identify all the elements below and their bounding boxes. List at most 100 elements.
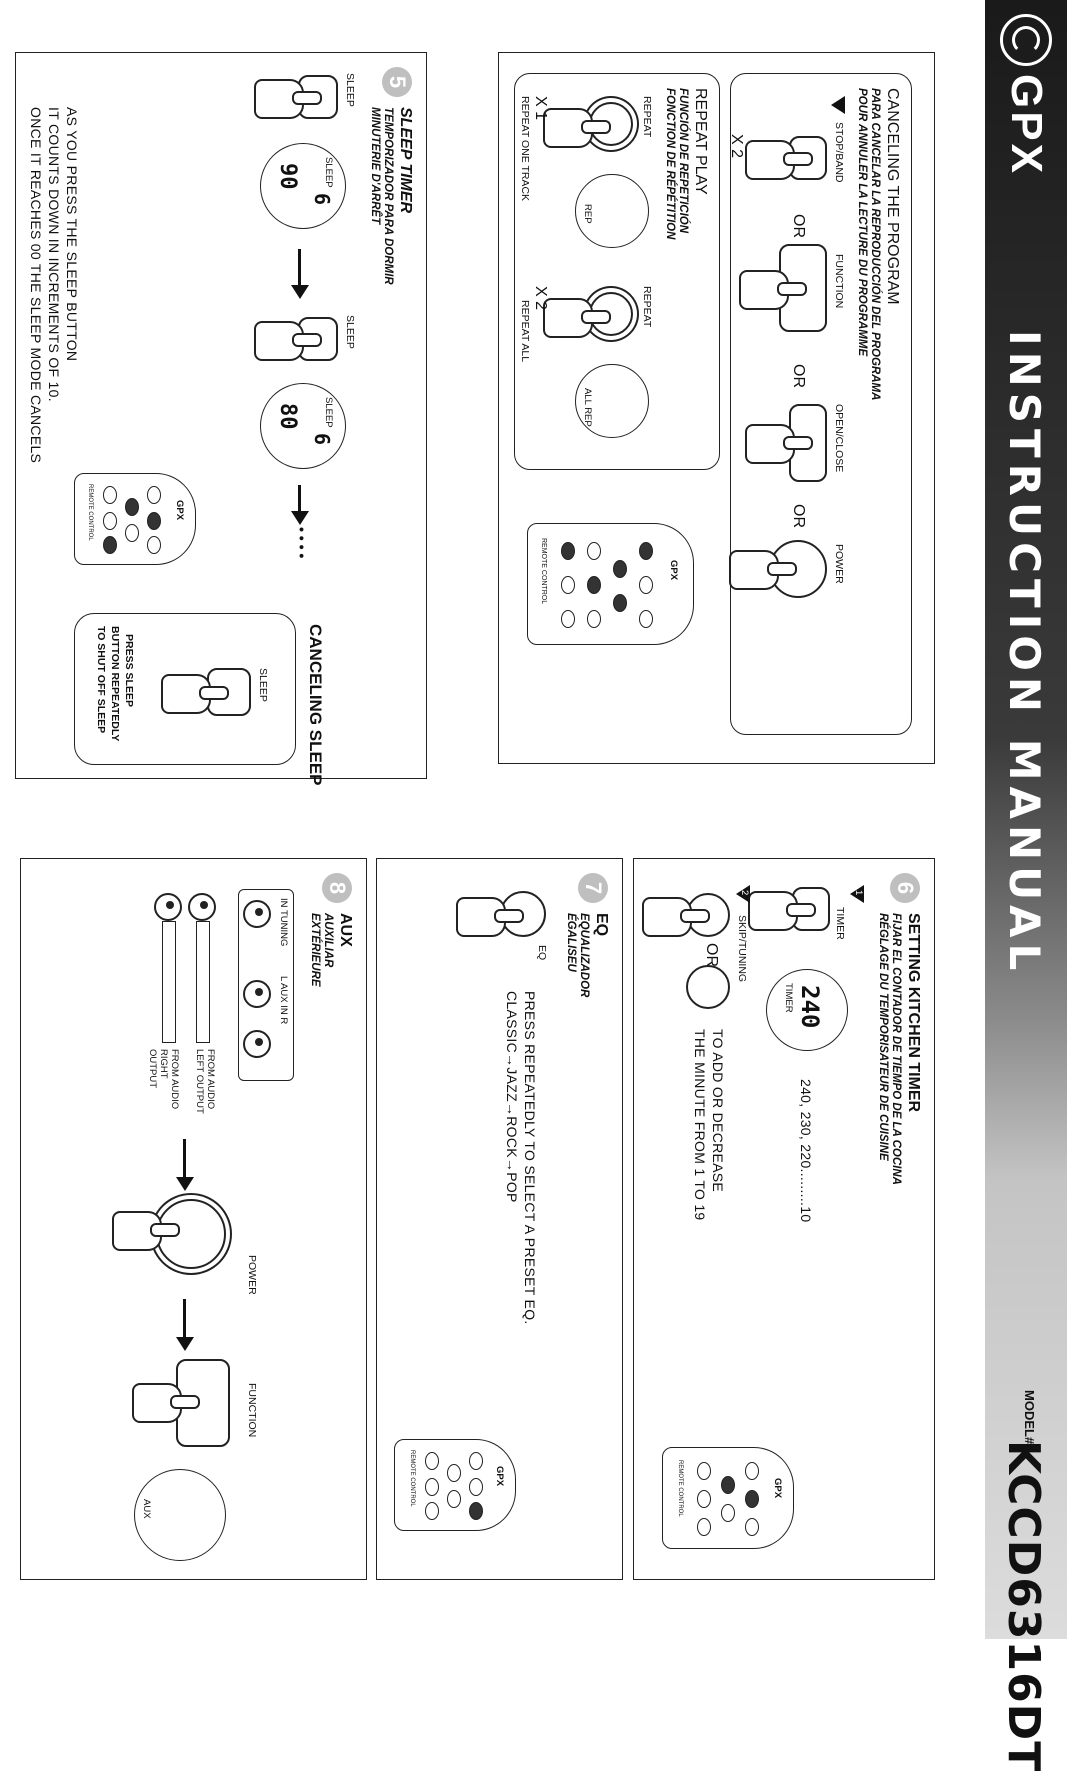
aux-jack-panel: IN TUNING L AUX IN R	[238, 889, 294, 1081]
kitchen-timer-display-tag: TIMER	[783, 983, 794, 1013]
sleep-display-tag: SLEEP	[323, 397, 334, 428]
kitchen-timer-subtitle-es: FIJAR EL CONTADOR DE TIEMPO DE LA COCINA	[890, 913, 902, 1185]
remote-key	[639, 610, 653, 628]
panel-program-repeat: CANCELING THE PROGRAM PARA CANCELAR LA R…	[498, 52, 935, 764]
or-label-kitchen: OR	[703, 943, 720, 967]
model-label: MODEL#	[1022, 1390, 1037, 1445]
finger-press-icon	[254, 79, 304, 119]
section-number-6: 6	[890, 873, 920, 903]
remote-control-illustration: GPX REMOTE CONTROL	[527, 523, 694, 645]
repeat-all-tag: ALL REP	[582, 388, 593, 427]
finger-press-icon	[748, 891, 798, 931]
remote-key	[561, 542, 575, 560]
sleep-display-value-2: 80	[275, 403, 300, 430]
canceling-sleep-title: CANCELING SLEEP	[306, 624, 325, 786]
timer-label: TIMER	[834, 907, 846, 940]
eq-label: EQ	[536, 945, 548, 961]
repeat-play-title: REPEAT PLAY	[692, 88, 709, 195]
finger-press-icon	[254, 321, 304, 361]
remote-label: REMOTE CONTROL	[409, 1450, 415, 1507]
tuning-jack	[243, 900, 271, 928]
brand-logo: GPX	[999, 14, 1053, 176]
gpx-logo-icon	[1000, 14, 1052, 66]
repeat-play-section: REPEAT PLAY FUNCIÓN DE REPETICIÓN FONCTI…	[514, 73, 720, 470]
remote-key	[639, 542, 653, 560]
remote-control-illustration: GPX REMOTE CONTROL	[394, 1439, 516, 1531]
canceling-sleep-caption-2: BUTTON REPEATEDLY	[109, 626, 121, 742]
remote-key	[125, 498, 139, 516]
or-label-1: OR	[790, 214, 807, 238]
remote-key	[425, 1502, 439, 1520]
remote-key	[147, 486, 161, 504]
remote-key	[587, 542, 601, 560]
sleep-display-track: 6	[310, 193, 334, 206]
repeat-label-2: REPEAT	[641, 286, 653, 328]
caption-repeat-one: REPEAT ONE TRACK	[519, 96, 531, 202]
manual-title: INSTRUCTION MANUAL	[1000, 330, 1049, 977]
aux-subtitle-fr: EXTÉRIEURE	[309, 913, 321, 987]
sleep-label-2: SLEEP	[344, 315, 356, 349]
panel-sleep-timer: 5 SLEEP TIMER TEMPORIZADOR PARA DORMIR M…	[15, 52, 427, 786]
eq-caption-2: CLASSIC→JAZZ→ROCK→POP	[504, 991, 520, 1203]
remote-key	[639, 576, 653, 594]
sleep-caption-3: ONCE IT REACHES 00 THE SLEEP MODE CANCEL…	[28, 107, 44, 464]
sleep-label-1: SLEEP	[344, 73, 356, 107]
sleep-caption-1: AS YOU PRESS THE SLEEP BUTTON	[64, 107, 80, 362]
arrow-right-icon	[298, 249, 301, 289]
repeat-label-1: REPEAT	[641, 96, 653, 138]
kitchen-timer-subtitle-fr: RÉGLAGE DU TEMPORISATEUR DE CUISINE	[877, 913, 889, 1161]
continuation-dots: • • • •	[294, 527, 310, 559]
finger-press-icon	[543, 108, 593, 148]
finger-press-icon	[745, 424, 795, 464]
caption-repeat-all: REPEAT ALL	[519, 300, 531, 363]
aux-power-label: POWER	[246, 1255, 258, 1295]
remote-control-illustration: GPX REMOTE CONTROL	[74, 473, 196, 565]
kitchen-timer-display-value: 240	[796, 985, 824, 1029]
finger-press-icon	[745, 140, 795, 180]
remote-key	[425, 1478, 439, 1496]
remote-key	[721, 1504, 735, 1522]
remote-key	[561, 576, 575, 594]
remote-key	[103, 536, 117, 554]
remote-key	[613, 560, 627, 578]
canceling-sleep-section: CANCELING SLEEP SLEEP PRESS SLEEP BUTTON…	[74, 613, 325, 786]
remote-key	[447, 1464, 461, 1482]
remote-brand: GPX	[772, 1478, 783, 1499]
sleep-timer-title: SLEEP TIMER	[397, 107, 414, 214]
from-left-label: FROM AUDIO LEFT OUTPUT	[194, 1049, 216, 1114]
step-2-number: 2	[739, 890, 750, 896]
repeat-play-subtitle-es: FUNCIÓN DE REPETICIÓN	[677, 88, 689, 234]
canceling-sleep-label: SLEEP	[257, 668, 269, 702]
section-number-7: 7	[578, 873, 608, 903]
power-label: POWER	[833, 544, 845, 584]
aux-function-label: FUNCTION	[246, 1383, 258, 1438]
remote-key	[697, 1490, 711, 1508]
skip-forward-button[interactable]	[686, 965, 730, 1009]
aux-in-right-jack	[243, 1030, 271, 1058]
remote-key	[447, 1490, 461, 1508]
repeat-one-tag: REP	[582, 204, 593, 224]
sleep-timer-subtitle-es: TEMPORIZADOR PARA DORMIR	[382, 107, 394, 285]
panel-eq: 7 EQ EQUALIZADOR ÉGALISEU EQ PRESS REPEA…	[376, 858, 623, 1580]
remote-key	[613, 594, 627, 612]
remote-label: REMOTE CONTROL	[87, 484, 93, 541]
arrow-right-icon	[183, 1139, 186, 1181]
canceling-sleep-caption-3: TO SHUT OFF SLEEP	[95, 626, 107, 734]
remote-label: REMOTE CONTROL	[540, 538, 547, 605]
sleep-display-track: 6	[310, 433, 334, 446]
step-marker-icon	[831, 96, 845, 114]
stop-band-label: STOP/BAND	[833, 122, 845, 183]
finger-press-icon	[729, 550, 779, 590]
remote-key	[745, 1490, 759, 1508]
model-number: KCCD6316DT	[998, 1440, 1049, 1772]
remote-key	[103, 512, 117, 530]
function-label: FUNCTION	[833, 254, 845, 309]
remote-key	[147, 536, 161, 554]
finger-press-icon	[112, 1211, 162, 1251]
aux-title: AUX	[337, 913, 354, 947]
sleep-caption-2: IT COUNTS DOWN IN INCREMENTS OF 10.	[46, 107, 62, 402]
cable-right-icon	[162, 921, 176, 1043]
canceling-program-subtitle-es: PARA CANCELAR LA REPRODUCCIÓN DEL PROGRA…	[869, 88, 881, 401]
sleep-timer-subtitle-fr: MINUTERIE D'ARRÊT	[369, 107, 381, 225]
or-label-2: OR	[790, 364, 807, 388]
